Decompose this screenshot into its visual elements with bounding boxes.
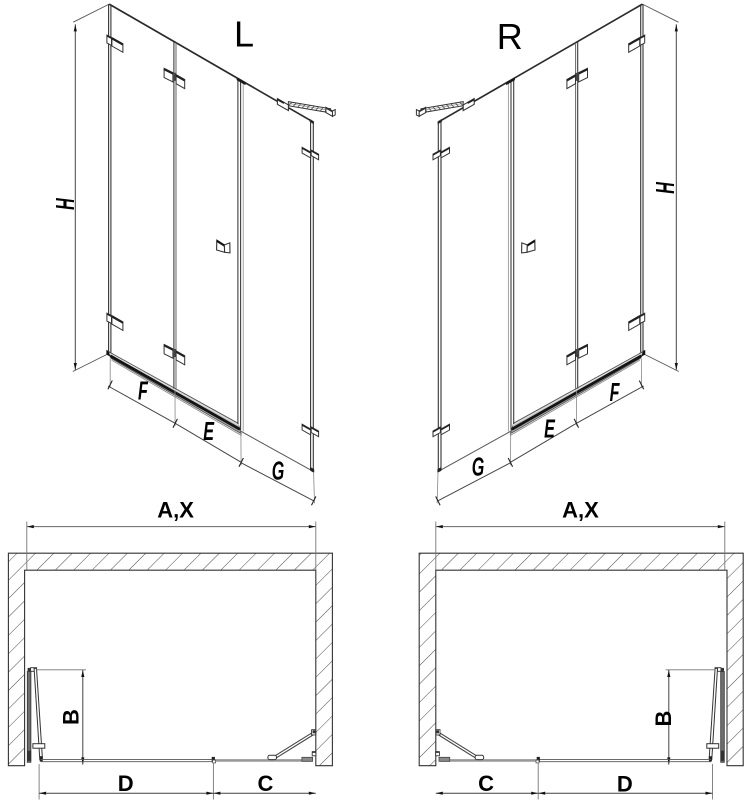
svg-text:G: G xyxy=(272,455,285,485)
svg-text:R: R xyxy=(497,16,523,57)
svg-text:D: D xyxy=(118,771,134,796)
svg-text:L: L xyxy=(234,13,254,54)
svg-text:G: G xyxy=(472,452,485,482)
svg-text:A,X: A,X xyxy=(562,497,599,522)
svg-text:H: H xyxy=(650,182,680,194)
svg-text:E: E xyxy=(544,413,555,443)
svg-text:F: F xyxy=(138,375,148,405)
svg-text:B: B xyxy=(651,711,676,727)
svg-text:D: D xyxy=(617,771,633,796)
svg-text:A,X: A,X xyxy=(157,497,194,522)
svg-text:F: F xyxy=(610,377,620,407)
svg-text:C: C xyxy=(478,771,494,796)
svg-text:E: E xyxy=(203,416,214,446)
svg-text:H: H xyxy=(50,198,80,210)
svg-text:C: C xyxy=(257,771,273,796)
svg-text:B: B xyxy=(58,709,83,725)
